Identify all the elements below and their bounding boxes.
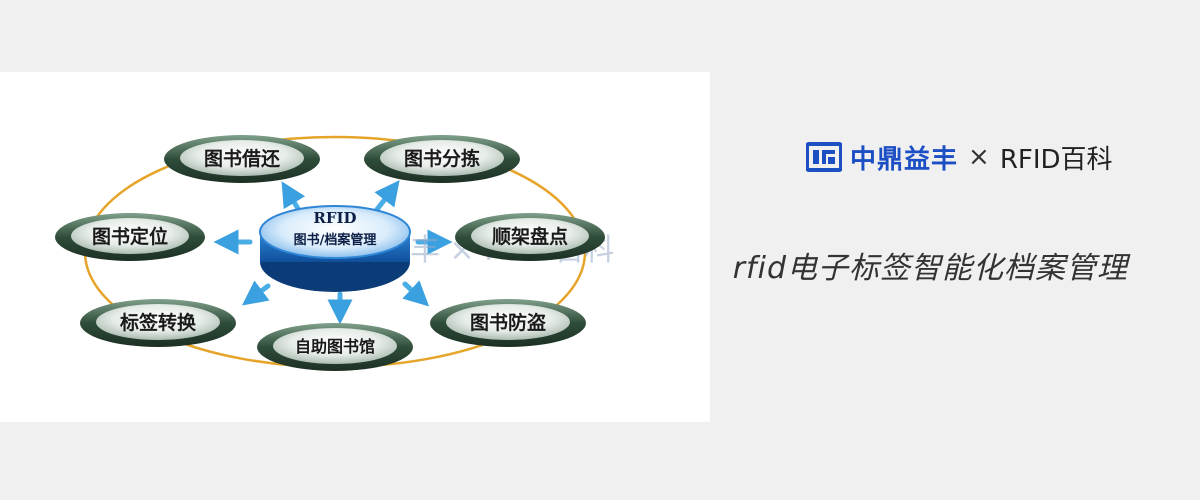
arrow-to-bottom-left [242,280,271,306]
diagram-panel: RFID 图书/档案管理 丰 × RFID百科 图书借还 图书分拣 图书定位 顺… [0,72,710,422]
hub-title: RFID [313,209,356,227]
brand-name: 中鼎益丰 [850,144,959,175]
node-mid-left: 图书定位 [55,213,205,261]
brand-separator: × [968,142,990,172]
node-mid-right-label: 顺架盘点 [492,225,568,248]
brand-logo-icon [806,142,842,172]
arrow-to-bottom-right [402,280,430,307]
direction-arrows [213,180,453,325]
node-bottom-right: 图书防盗 [430,299,586,347]
brand-lockup: 中鼎益丰 × RFID百科 [806,139,1113,175]
node-mid-left-label: 图书定位 [92,225,168,248]
node-bottom-left: 标签转换 [80,299,236,347]
node-top-right: 图书分拣 [364,135,520,183]
node-top-left-label: 图书借还 [204,147,281,170]
hub-subtitle: 图书/档案管理 [294,232,377,248]
page-subtitle: rfid电子标签智能化档案管理 [732,251,1128,286]
node-bottom-mid-label: 自助图书馆 [295,337,375,356]
node-bottom-left-label: 标签转换 [120,311,197,334]
rfid-hub: RFID 图书/档案管理 [259,205,411,292]
rfid-application-diagram: RFID 图书/档案管理 丰 × RFID百科 图书借还 图书分拣 图书定位 顺… [55,135,614,371]
arrow-to-top-right [372,180,400,215]
node-bottom-mid: 自助图书馆 [257,323,413,371]
node-bottom-right-label: 图书防盗 [470,311,546,334]
node-top-left: 图书借还 [164,135,320,183]
brand-partner: RFID百科 [999,144,1113,175]
node-mid-right: 顺架盘点 [455,213,605,261]
node-top-right-label: 图书分拣 [404,147,480,170]
